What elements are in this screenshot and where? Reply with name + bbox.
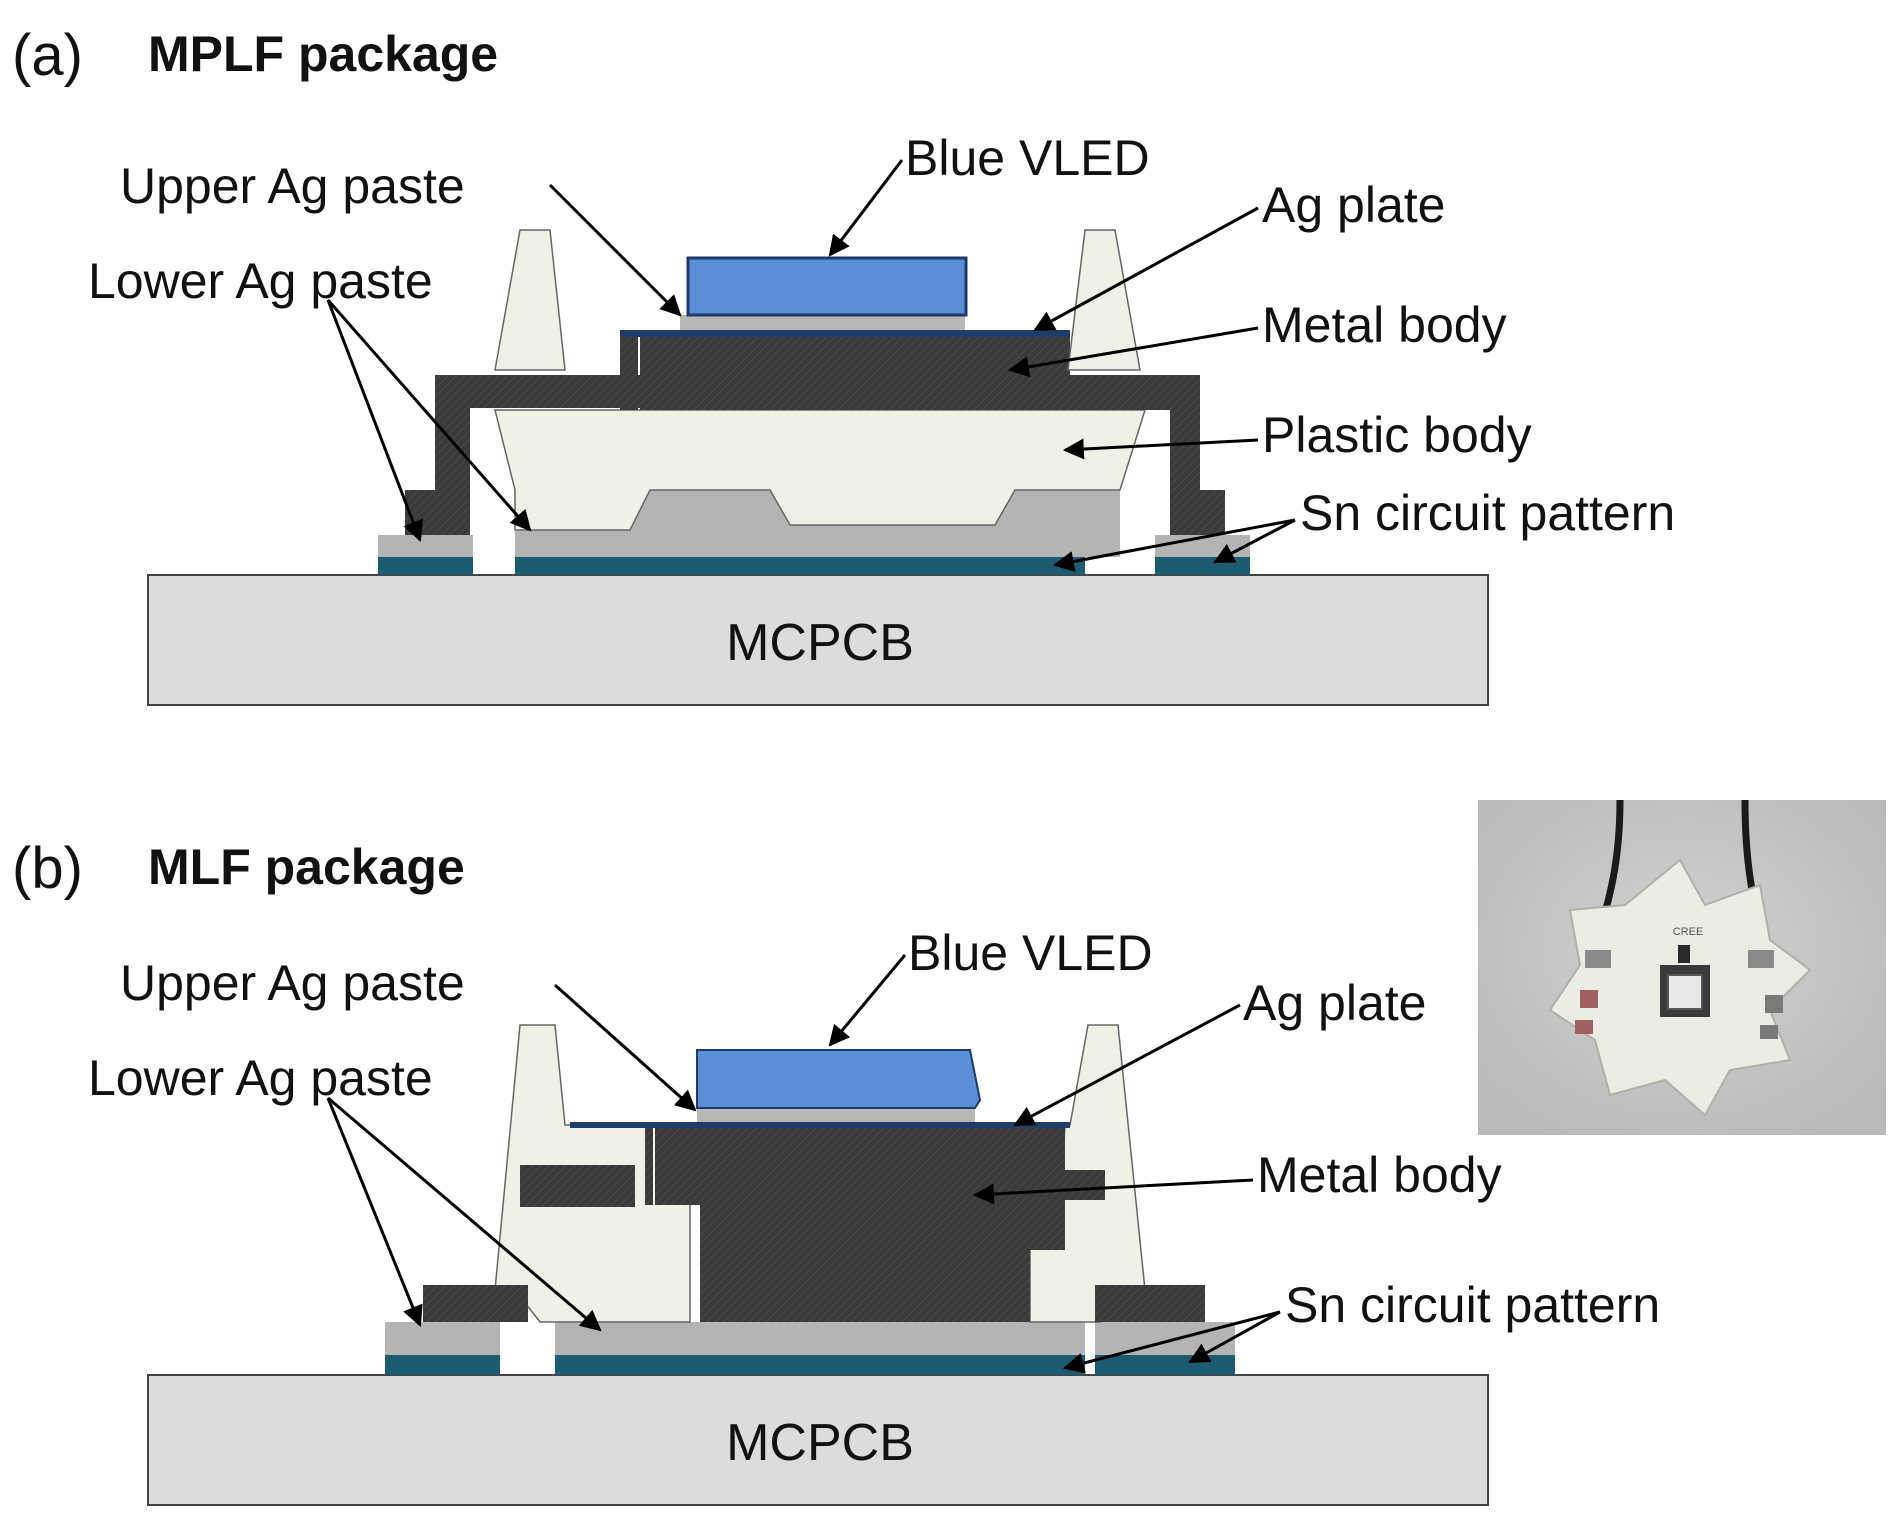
- panel-b-label-metal-body: Metal body: [1257, 1147, 1502, 1203]
- panel-a-marker: (a): [12, 23, 83, 88]
- panel-a-plastic-post-left: [494, 229, 566, 371]
- panel-b-label-ag-plate: Ag plate: [1243, 975, 1426, 1031]
- panel-a-lower-ag-left: [378, 535, 473, 557]
- photo-pad-5: [1575, 1020, 1593, 1034]
- panel-a-mcpcb: [147, 574, 1489, 706]
- panel-b-sn-right: [1095, 1355, 1235, 1375]
- panel-a-mcpcb-label: MCPCB: [726, 614, 914, 672]
- panel-b-title: MLF package: [148, 839, 465, 895]
- panel-a-arrow-vled: [828, 159, 904, 257]
- panel-a-label-plastic-body: Plastic body: [1262, 407, 1532, 463]
- panel-b-mcpcb-label: MCPCB: [726, 1414, 914, 1472]
- panel-a-arrow-upper-ag: [548, 183, 682, 317]
- panel-a-sn-left: [378, 557, 473, 575]
- panel-a-arrow-lower-ag-2: [326, 299, 532, 532]
- panel-a-arrow-sn-2: [1213, 518, 1296, 564]
- panel-a-arrow-ag-plate: [1033, 206, 1259, 332]
- panel-b-metal-left-tab: [520, 1165, 635, 1207]
- panel-a-arrow-metal-body: [1007, 326, 1259, 378]
- panel-a-upper-ag: [680, 315, 965, 330]
- panel-b-lower-ag-left: [385, 1322, 500, 1355]
- panel-a-label-ag-plate: Ag plate: [1262, 177, 1445, 233]
- panel-a-label-blue-vled: Blue VLED: [905, 130, 1150, 186]
- panel-a-arrow-plastic-body: [1062, 438, 1259, 460]
- panel-b-arrow-lower-ag-1: [326, 1097, 423, 1327]
- panel-a-metal-body: [640, 335, 1070, 410]
- panel-a-label-sn-circuit-pattern: Sn circuit pattern: [1300, 485, 1675, 541]
- panel-a-arrow-sn-1: [1052, 518, 1296, 572]
- panel-b-arrow-sn-1: [1062, 1310, 1281, 1374]
- photo-pad-2: [1748, 950, 1774, 968]
- panel-a-arrow-lower-ag-1: [326, 299, 424, 542]
- panel-a-sn-center: [515, 557, 1085, 575]
- panel-a-label-lower-ag-paste: Lower Ag paste: [88, 253, 433, 309]
- photo-pad-3: [1580, 990, 1598, 1008]
- panel-b-label-sn-circuit-pattern: Sn circuit pattern: [1285, 1277, 1660, 1333]
- panel-b-blue-vled: [696, 1049, 982, 1109]
- panel-b-label-upper-ag-paste: Upper Ag paste: [120, 955, 465, 1011]
- panel-a-label-upper-ag-paste: Upper Ag paste: [120, 158, 465, 214]
- panel-b-lower-ag-center: [555, 1322, 1085, 1355]
- panel-b-arrow-metal-body: [972, 1178, 1254, 1205]
- panel-a-plastic-post-right: [1067, 229, 1141, 371]
- panel-b: (b) MLF package MCPCB Blue VLED Upper Ag…: [12, 836, 1660, 1506]
- panel-a-title: MPLF package: [148, 26, 498, 82]
- panel-b-arrow-sn-2: [1188, 1310, 1281, 1364]
- panel-b-metal-body: [655, 1125, 1105, 1322]
- photo-pad-1: [1585, 950, 1611, 968]
- panel-b-metal-right-pad: [1095, 1285, 1205, 1322]
- photo-pad-6: [1760, 1025, 1778, 1039]
- panel-b-ag-plate: [570, 1122, 1070, 1128]
- photo-pad-4: [1765, 995, 1783, 1013]
- panel-a-metal-pin: [620, 335, 638, 410]
- panel-b-metal-left-pad: [423, 1285, 528, 1322]
- panel-b-arrow-upper-ag: [554, 983, 697, 1112]
- panel-b-label-lower-ag-paste: Lower Ag paste: [88, 1050, 433, 1106]
- photo-led-marker: [1678, 945, 1690, 963]
- panel-a-label-metal-body: Metal body: [1262, 297, 1507, 353]
- photo-board-marking: CREE: [1673, 926, 1704, 938]
- panel-b-sn-left: [385, 1355, 500, 1375]
- panel-b-label-blue-vled: Blue VLED: [908, 925, 1153, 981]
- panel-a-blue-vled: [686, 256, 968, 317]
- panel-b-arrow-lower-ag-2: [327, 1096, 602, 1332]
- panel-b-marker: (b): [12, 836, 83, 901]
- led-photo-inset: CREE: [1478, 799, 1886, 1135]
- panel-a-sn-right: [1155, 557, 1250, 575]
- panel-b-sn-center: [555, 1355, 1085, 1375]
- panel-a: (a) MPLF package MCPCB Blue VLED Upper A…: [12, 23, 1675, 706]
- panel-b-metal-pin: [645, 1125, 653, 1205]
- panel-b-arrow-ag-plate: [1013, 1003, 1241, 1127]
- panel-b-arrow-vled: [828, 954, 907, 1047]
- panel-b-upper-ag: [697, 1108, 975, 1122]
- photo-led-lens: [1667, 974, 1703, 1010]
- panel-b-mcpcb: [147, 1374, 1489, 1506]
- panel-a-ag-plate: [620, 330, 1070, 337]
